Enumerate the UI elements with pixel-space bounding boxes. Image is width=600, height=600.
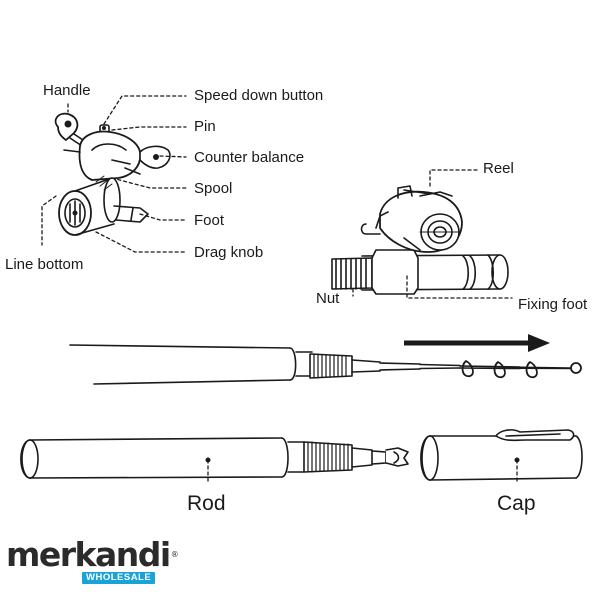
label-nut: Nut xyxy=(316,290,340,307)
collapsed-rod-drawing xyxy=(20,437,409,479)
label-rod: Rod xyxy=(187,492,226,515)
mounted-reel-drawing xyxy=(331,185,509,295)
label-drag-knob: Drag knob xyxy=(194,244,264,261)
extended-rod-drawing xyxy=(69,334,582,385)
merkandi-logo: merkandi® WHOLESALE xyxy=(4,536,179,592)
label-counter-balance: Counter balance xyxy=(194,149,305,166)
label-handle: Handle xyxy=(43,82,91,99)
label-fixing-foot: Fixing foot xyxy=(518,296,588,313)
label-speed-down-button: Speed down button xyxy=(194,87,324,104)
logo-wholesale-badge: WHOLESALE xyxy=(82,572,156,584)
mounted-reel-callouts xyxy=(352,169,513,299)
reel-drawing xyxy=(54,112,171,236)
label-line-bottom: Line bottom xyxy=(5,256,84,273)
label-foot: Foot xyxy=(194,212,225,229)
cap-drawing xyxy=(420,429,583,481)
reel-callouts xyxy=(41,95,187,253)
label-pin: Pin xyxy=(194,118,216,135)
logo-wordmark: merkandi® xyxy=(6,535,179,574)
label-spool: Spool xyxy=(194,180,233,197)
rod-cap-callouts xyxy=(205,457,520,483)
label-cap: Cap xyxy=(497,492,536,515)
logo-brand-text: merkandi xyxy=(6,535,171,574)
label-reel: Reel xyxy=(483,160,514,177)
